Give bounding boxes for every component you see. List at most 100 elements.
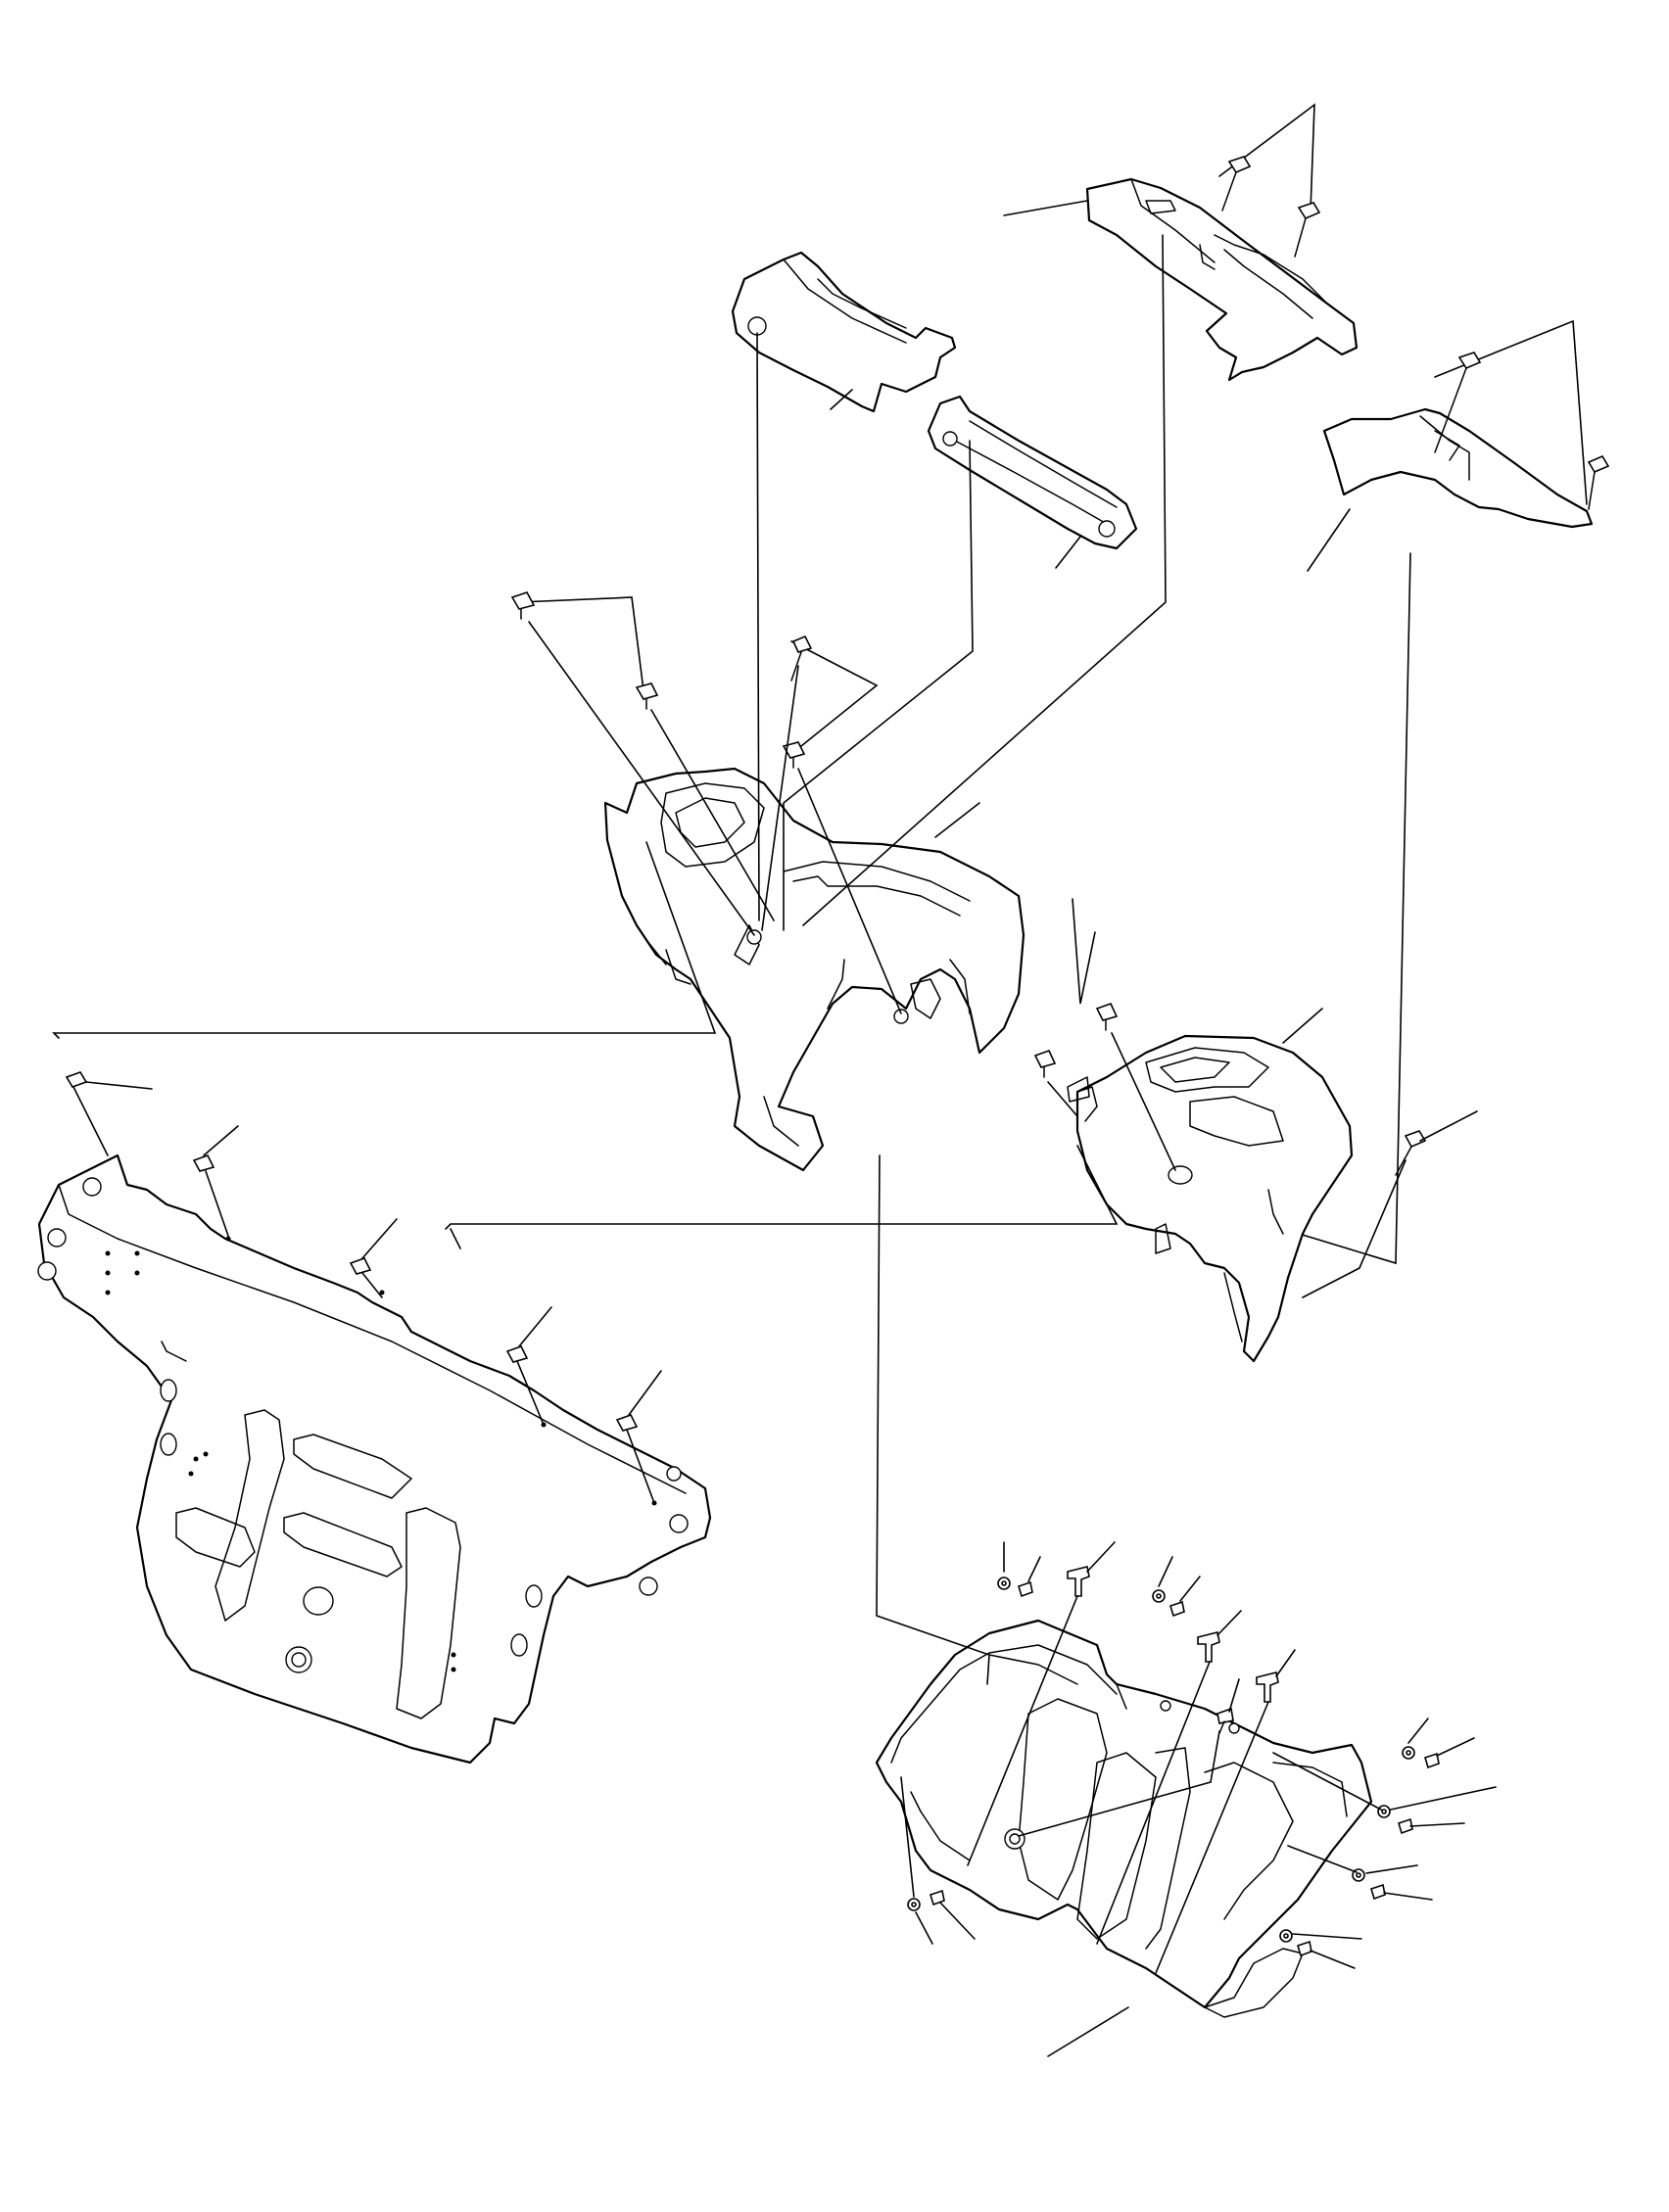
leader-line [628, 1370, 662, 1416]
leader-line [1218, 103, 1315, 212]
leader-line [761, 665, 799, 931]
leader-line [72, 1086, 109, 1156]
leader-line [783, 440, 974, 931]
upper-column-cover [1085, 177, 1359, 382]
clip-icon [635, 682, 659, 710]
leader-line [1407, 1718, 1429, 1744]
leader-line [203, 1125, 239, 1156]
leader-line [85, 1081, 153, 1090]
leader-line [1018, 1781, 1212, 1837]
nut-clip-icon [192, 1154, 215, 1172]
leader-line [518, 596, 644, 691]
leader-line [802, 234, 1167, 926]
leader-line [626, 1429, 655, 1504]
leader-line [1027, 1556, 1041, 1582]
screw-icon [930, 1889, 945, 1906]
leader-line [650, 709, 775, 921]
leader-line [915, 1911, 933, 1945]
leader-line [1047, 2006, 1129, 2057]
leader-line [516, 1360, 545, 1426]
nut-clip-icon [349, 1257, 372, 1275]
washer-icon [907, 1898, 921, 1911]
leader-line [52, 841, 717, 1039]
leader-line [528, 621, 755, 936]
leader-line [1158, 1556, 1173, 1587]
upper-trim-strip [927, 395, 1138, 550]
leader-line [1086, 1541, 1116, 1573]
upper-trim-panel [731, 251, 957, 413]
clip-icon [1033, 1050, 1057, 1078]
pin-icon [1067, 1566, 1090, 1597]
washer-icon [1279, 1929, 1293, 1943]
clip-icon [782, 741, 806, 769]
leader-line [1310, 1950, 1356, 1969]
leader-line [450, 1228, 461, 1249]
washer-icon [1402, 1746, 1415, 1760]
leader-line [361, 1218, 398, 1259]
leader-line [797, 768, 902, 1014]
screw-icon [1018, 1580, 1033, 1598]
leader-line [790, 640, 879, 755]
right-side-cover [1067, 1034, 1354, 1363]
leader-line [1111, 1032, 1176, 1171]
leader-line [1436, 1737, 1475, 1757]
bolt-icon [1294, 202, 1321, 258]
leader-line [361, 1272, 383, 1298]
lower-column-cover [875, 1619, 1373, 2018]
screw-icon [1297, 1940, 1312, 1957]
leader-line [1434, 319, 1588, 505]
leader-line [1390, 1786, 1497, 1811]
leader-line [1096, 1661, 1211, 1945]
leader-line [1419, 1110, 1478, 1142]
leader-line [939, 1902, 976, 1940]
bolt-icon [1221, 156, 1252, 212]
pin-icon [1197, 1631, 1220, 1663]
leader-line [1292, 1933, 1362, 1940]
leader-line [876, 1154, 990, 1685]
bolt-icon [1395, 1130, 1427, 1176]
nut-clip-icon [505, 1345, 529, 1363]
leader-line [1210, 1730, 1220, 1783]
nut-clip-icon [615, 1414, 639, 1432]
leader-line [445, 1145, 1119, 1230]
leader-line [900, 1776, 915, 1898]
leader-line [1383, 1892, 1433, 1901]
leader-line [1055, 536, 1081, 569]
screw-icon [1398, 1817, 1413, 1835]
leader-line [205, 1170, 229, 1237]
screw-icon [1169, 1600, 1185, 1618]
leader-line [1179, 1576, 1201, 1602]
screw-icon [790, 635, 813, 682]
bolt-icon [1587, 454, 1610, 510]
washer-icon [1377, 1805, 1391, 1818]
pin-icon [1256, 1671, 1279, 1703]
leader-line [934, 802, 980, 838]
leader-line [830, 389, 853, 410]
washer-icon [1152, 1589, 1166, 1603]
screw-icon [1424, 1752, 1440, 1769]
leader-line [1072, 898, 1096, 1005]
leader-line [1282, 1008, 1323, 1044]
leader-line [1365, 1864, 1418, 1874]
leader-line [1003, 200, 1088, 216]
leader-line [967, 1595, 1078, 1866]
leader-line [1287, 1845, 1358, 1873]
left-mounting-bracket-panel [37, 1153, 712, 1765]
bolt-icon [1434, 352, 1482, 453]
leader-line [1302, 1159, 1407, 1298]
leader-line [518, 1306, 552, 1347]
right-upper-cover [1322, 407, 1594, 529]
leader-line [1228, 1678, 1240, 1713]
leader-line [756, 332, 760, 921]
leader-line [1307, 508, 1351, 572]
clip-icon [510, 591, 536, 620]
screw-icon [1370, 1883, 1386, 1901]
leader-line [1409, 1822, 1465, 1827]
center-column-cover [603, 767, 1025, 1172]
leader-line [1047, 1081, 1078, 1117]
leader-line [1275, 1649, 1296, 1677]
leader-line [1155, 1701, 1269, 1974]
leader-line [1216, 1610, 1242, 1636]
leader-line [1272, 1752, 1382, 1811]
